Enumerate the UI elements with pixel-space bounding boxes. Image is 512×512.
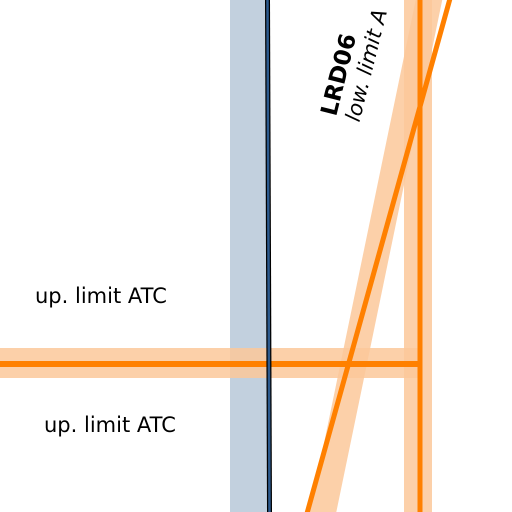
airspace-label-group: LRD06 low. limit A: [317, 7, 392, 124]
blue-boundary-halo: [230, 0, 270, 512]
blue-boundary-line: [266, 0, 271, 512]
upper-limit-label-top: up. limit ATC: [35, 284, 167, 308]
upper-limit-label-bottom: up. limit ATC: [44, 413, 176, 437]
orange-diagonal-boundary-line: [304, 0, 453, 512]
